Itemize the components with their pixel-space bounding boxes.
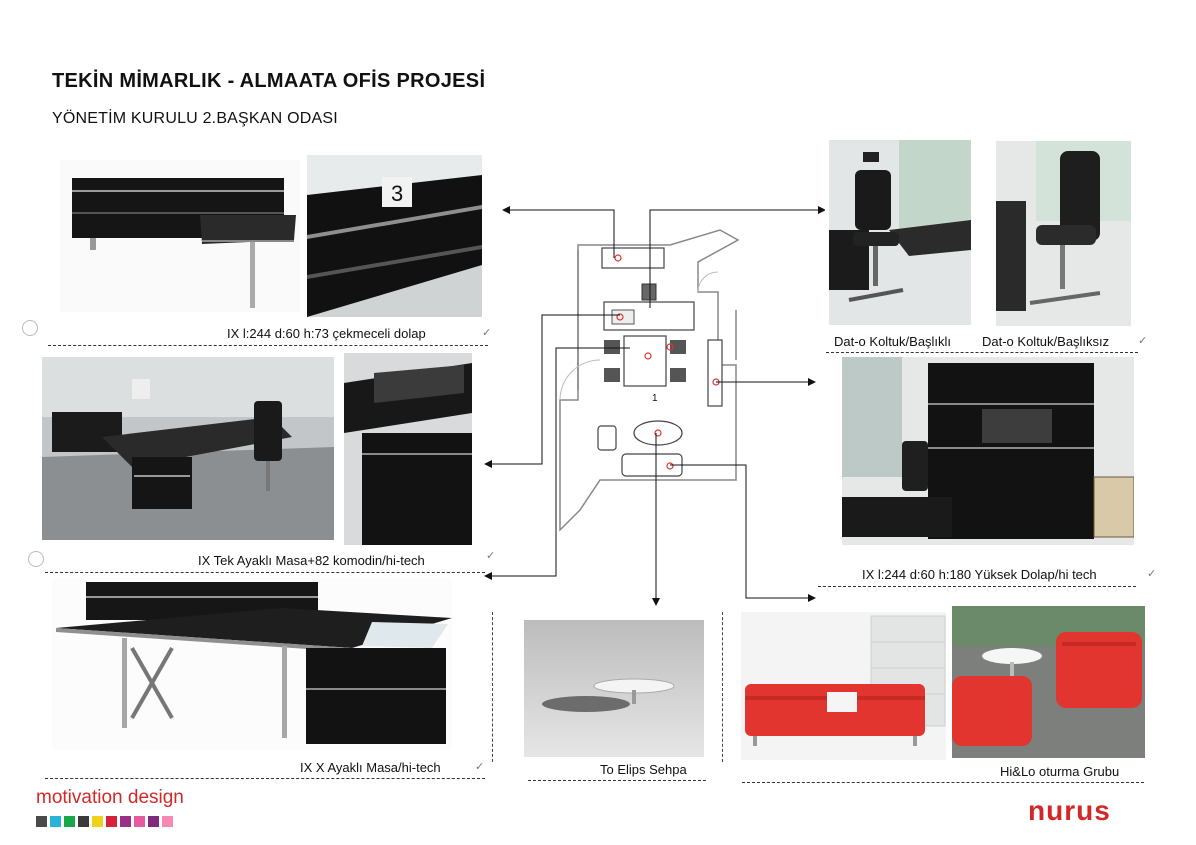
color-swatch xyxy=(162,816,173,827)
divider xyxy=(45,778,485,779)
color-swatch xyxy=(92,816,103,827)
check-mark-icon: ✓ xyxy=(486,550,496,562)
caption-tek-ayakli-masa: IX Tek Ayaklı Masa+82 komodin/hi-tech xyxy=(198,553,425,568)
divider xyxy=(528,780,706,781)
photo-kirmizi-kanepe xyxy=(741,612,946,760)
page-subtitle: YÖNETİM KURULU 2.BAŞKAN ODASI xyxy=(52,110,338,127)
photo-koltuk-basliksiz xyxy=(996,141,1131,326)
binder-hole xyxy=(22,320,38,336)
divider xyxy=(826,352,1138,353)
column-divider xyxy=(722,612,723,762)
color-swatch xyxy=(120,816,131,827)
check-mark-icon: ✓ xyxy=(1138,335,1148,347)
photo-elips-sehpa xyxy=(524,620,704,757)
divider xyxy=(48,345,488,346)
divider xyxy=(742,782,1144,783)
caption-yuksek-dolap: IX l:244 d:60 h:180 Yüksek Dolap/hi tech xyxy=(862,567,1097,582)
column-divider xyxy=(492,612,493,762)
svg-text:3: 3 xyxy=(391,181,403,206)
color-swatch xyxy=(134,816,145,827)
page-title: TEKİN MİMARLIK - ALMAATA OFİS PROJESİ xyxy=(52,70,486,92)
color-swatch xyxy=(64,816,75,827)
caption-koltuk-baslikli: Dat-o Koltuk/Başlıklı xyxy=(834,334,952,349)
photo-x-ayakli-masa xyxy=(52,578,452,750)
color-swatch xyxy=(78,816,89,827)
photo-dolap-ortam: 3 xyxy=(307,155,482,317)
photo-koltuk-baslikli xyxy=(829,140,971,325)
brand-color-swatches xyxy=(36,816,173,827)
brand-logo-motivation-design: motivation design xyxy=(36,787,184,808)
check-mark-icon: ✓ xyxy=(482,327,492,339)
color-swatch xyxy=(106,816,117,827)
caption-elips-sehpa: To Elips Sehpa xyxy=(600,762,687,777)
photo-tek-ayakli-masa xyxy=(42,357,334,540)
check-mark-icon: ✓ xyxy=(1147,568,1157,580)
caption-x-ayakli-masa: IX X Ayaklı Masa/hi-tech xyxy=(300,760,441,775)
photo-yuksek-dolap xyxy=(842,357,1134,545)
color-swatch xyxy=(50,816,61,827)
caption-koltuk-basliksiz: Dat-o Koltuk/Başlıksız xyxy=(982,334,1110,349)
photo-komodin xyxy=(344,353,472,545)
caption-hilo-grubu: Hi&Lo oturma Grubu xyxy=(1000,764,1120,779)
check-mark-icon: ✓ xyxy=(475,761,485,773)
floor-plan: 1 xyxy=(480,200,826,610)
divider xyxy=(45,572,485,573)
binder-hole xyxy=(28,551,44,567)
plan-marker: 1 xyxy=(652,393,658,404)
photo-cekmeceli-dolap xyxy=(60,160,300,312)
caption-cekmeceli-dolap: IX l:244 d:60 h:73 çekmeceli dolap xyxy=(227,326,426,341)
photo-hilo-grubu xyxy=(952,606,1145,758)
brand-logo-nurus: nurus xyxy=(1028,795,1111,826)
color-swatch xyxy=(148,816,159,827)
divider xyxy=(818,586,1136,587)
color-swatch xyxy=(36,816,47,827)
